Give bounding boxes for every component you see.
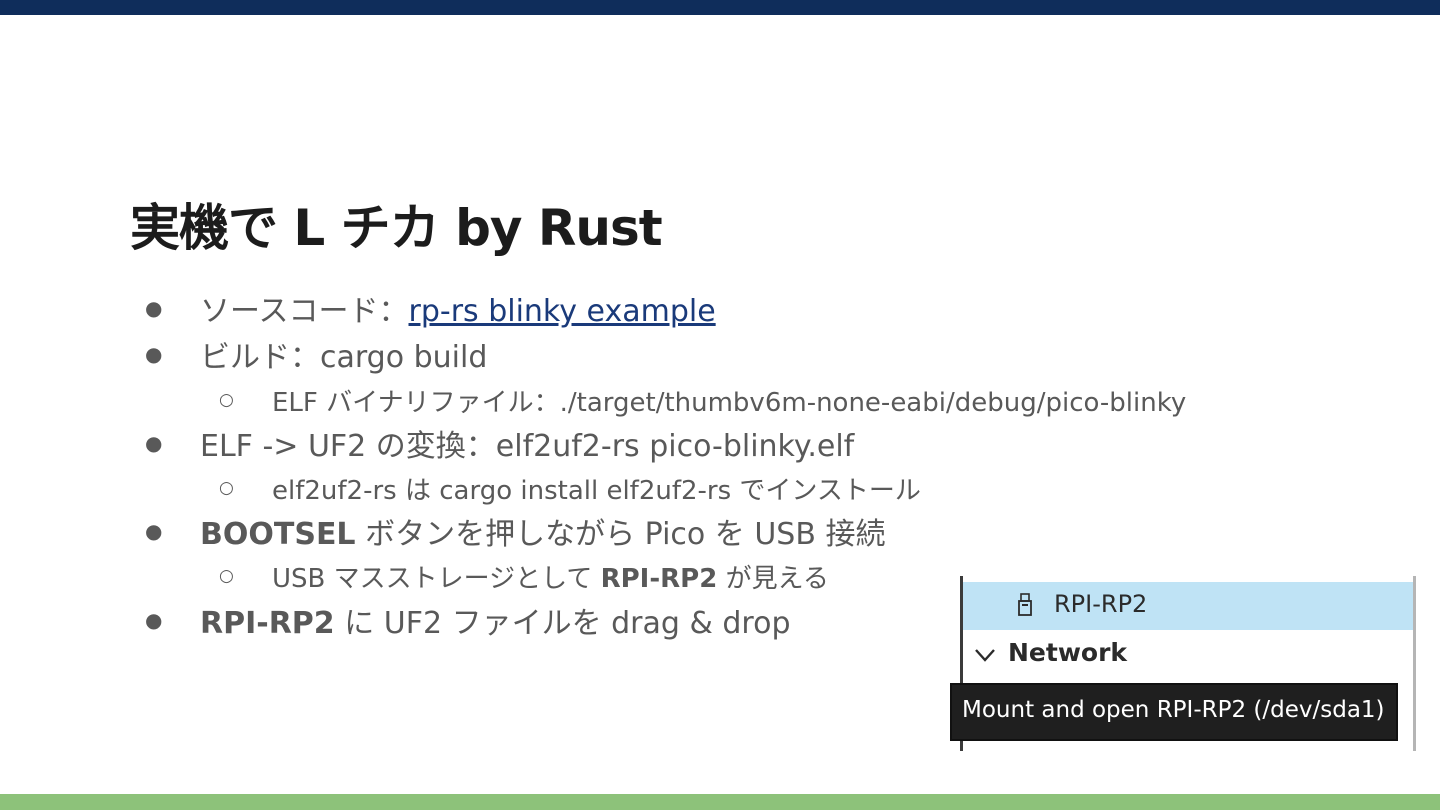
- slide-title: 実機で L チカ by Rust: [130, 199, 663, 257]
- bullet-text: ELF -> UF2 の変換：elf2uf2-rs pico-blinky.el…: [200, 429, 855, 464]
- bullet-bold-text: BOOTSEL: [200, 517, 356, 552]
- bullet-dot: ●: [145, 431, 163, 455]
- sub-bullet-circle: ○: [219, 478, 234, 498]
- bullet-dot: ●: [145, 342, 163, 366]
- rp-rs-blinky-link[interactable]: rp-rs blinky example: [408, 294, 716, 329]
- mount-tooltip: Mount and open RPI-RP2 (/dev/sda1): [950, 683, 1398, 741]
- subbullet-bold-text: RPI-RP2: [600, 563, 718, 594]
- sidebar-border: [960, 576, 963, 751]
- bullet-text: ビルド：cargo build: [200, 340, 488, 375]
- subbullet-text: elf2uf2-rs は cargo install elf2uf2-rs でイ…: [272, 475, 921, 506]
- top-accent-bar: [0, 0, 1440, 15]
- bullet-text: に UF2 ファイルを drag & drop: [334, 606, 791, 641]
- chevron-down-icon[interactable]: [974, 644, 996, 666]
- bullet-bold-text: RPI-RP2: [200, 606, 335, 641]
- tooltip-text: Mount and open RPI-RP2 (/dev/sda1): [962, 697, 1385, 723]
- file-manager-screenshot: RPI-RP2 Network Mount and open RPI-RP2 (…: [950, 576, 1418, 751]
- usb-drive-icon: [1018, 593, 1032, 616]
- subbullet-text: ELF バイナリファイル：./target/thumbv6m-none-eabi…: [272, 387, 1187, 418]
- sidebar-item-rpi-rp2[interactable]: [963, 582, 1413, 630]
- sub-bullet-circle: ○: [219, 390, 234, 410]
- bottom-accent-bar: [0, 794, 1440, 810]
- bullet-dot: ●: [145, 519, 163, 543]
- bullet-dot: ●: [145, 608, 163, 632]
- network-section-label[interactable]: Network: [1008, 638, 1128, 667]
- bullet-text: ソースコード：: [200, 294, 409, 329]
- subbullet-text: が見える: [717, 563, 829, 594]
- sub-bullet-circle: ○: [219, 566, 234, 586]
- bullet-dot: ●: [145, 296, 163, 320]
- drive-label[interactable]: RPI-RP2: [1054, 590, 1148, 618]
- bullet-text: ボタンを押しながら Pico を USB 接続: [355, 517, 886, 552]
- sidebar-scrollbar: [1413, 576, 1416, 751]
- subbullet-text: USB マスストレージとして: [272, 563, 601, 594]
